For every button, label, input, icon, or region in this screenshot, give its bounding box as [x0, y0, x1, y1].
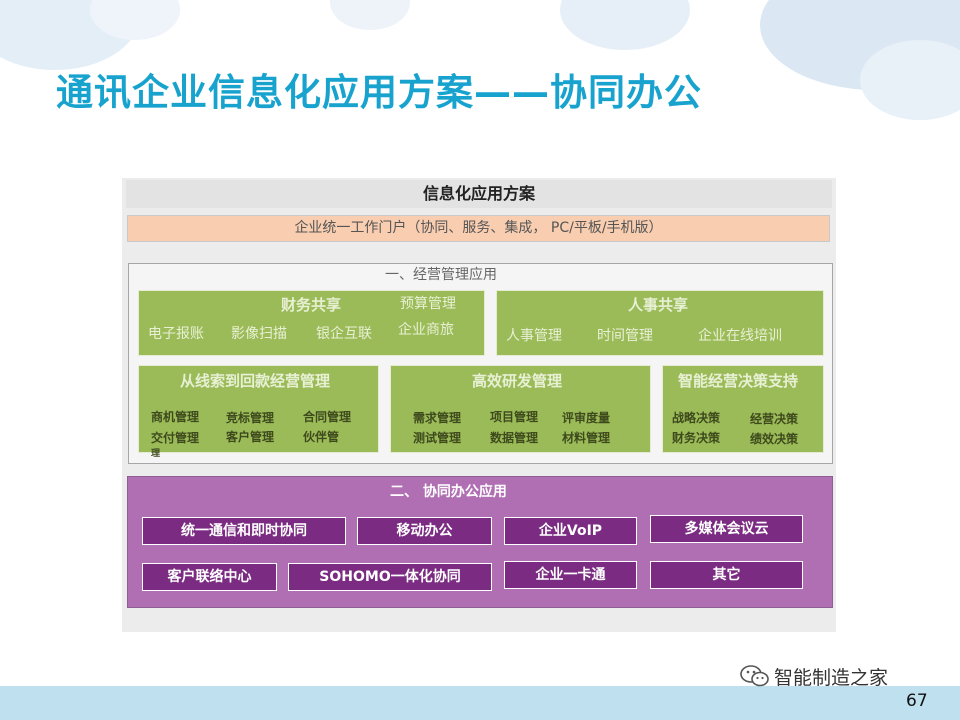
portal-bar: 企业统一工作门户（协同、服务、集成， PC/平板/手机版）	[127, 215, 830, 242]
lead-item: 合同管理	[303, 410, 352, 424]
hr-sharing-title: 人事共享	[628, 296, 689, 314]
finance-sharing-box	[138, 290, 485, 356]
wechat-icon	[740, 664, 770, 693]
enterprise-card-box: 企业一卡通	[504, 561, 637, 589]
rd-management-box	[390, 365, 651, 453]
page-number: 67	[906, 691, 928, 711]
hr-item: 人事管理	[506, 328, 562, 344]
floral-decoration	[860, 40, 960, 120]
rd-item: 项目管理	[490, 410, 539, 424]
lead-item: 交付管理	[151, 431, 200, 445]
floral-decoration	[330, 0, 410, 30]
decision-support-title: 智能经营决策支持	[678, 372, 799, 390]
lead-item: 伙伴管	[303, 430, 340, 444]
multimedia-conference-box: 多媒体会议云	[650, 515, 803, 543]
enterprise-voip-box: 企业VoIP	[504, 517, 637, 545]
decision-item: 财务决策	[672, 431, 721, 445]
rd-item: 测试管理	[413, 431, 462, 445]
watermark-text: 智能制造之家	[774, 667, 889, 689]
rd-item: 需求管理	[413, 411, 462, 425]
finance-item: 电子报账	[148, 326, 204, 342]
hr-item: 时间管理	[597, 328, 653, 344]
business-travel-item: 企业商旅	[398, 322, 454, 338]
hr-item: 企业在线培训	[698, 328, 782, 344]
unified-communication-box: 统一通信和即时协同	[142, 517, 346, 545]
lead-item: 竞标管理	[226, 411, 275, 425]
decision-item: 经营决策	[750, 412, 799, 426]
rd-item: 数据管理	[490, 431, 539, 445]
lead-item: 商机管理	[151, 410, 200, 424]
mobile-office-box: 移动办公	[357, 517, 492, 545]
finance-item: 银企互联	[316, 326, 372, 342]
panel-title: 信息化应用方案	[126, 180, 832, 208]
lead-to-cash-box	[138, 365, 379, 453]
decision-item: 绩效决策	[750, 432, 799, 446]
decision-support-box	[662, 365, 824, 453]
lead-item: 客户管理	[226, 430, 275, 444]
collaboration-title: 二、 协同办公应用	[390, 484, 507, 500]
rd-item: 材料管理	[562, 431, 611, 445]
business-management-title: 一、经营管理应用	[385, 267, 497, 283]
watermark: 智能制造之家	[740, 663, 888, 693]
floral-decoration	[560, 0, 690, 50]
budget-management-item: 预算管理	[400, 296, 456, 312]
rd-item: 评审度量	[562, 411, 611, 425]
hr-sharing-box	[496, 290, 824, 356]
finance-sharing-title: 财务共享	[281, 296, 342, 314]
contact-center-box: 客户联络中心	[142, 563, 277, 591]
finance-item: 影像扫描	[231, 326, 287, 342]
sohomo-box: SOHOMO一体化协同	[288, 563, 492, 591]
lead-to-cash-title: 从线索到回款经营管理	[180, 372, 331, 390]
lead-item: 理	[151, 449, 161, 459]
rd-management-title: 高效研发管理	[472, 372, 563, 390]
page-title: 通讯企业信息化应用方案——协同办公	[56, 71, 702, 114]
others-box: 其它	[650, 561, 803, 589]
bottom-band	[0, 686, 960, 720]
decision-item: 战略决策	[672, 411, 721, 425]
